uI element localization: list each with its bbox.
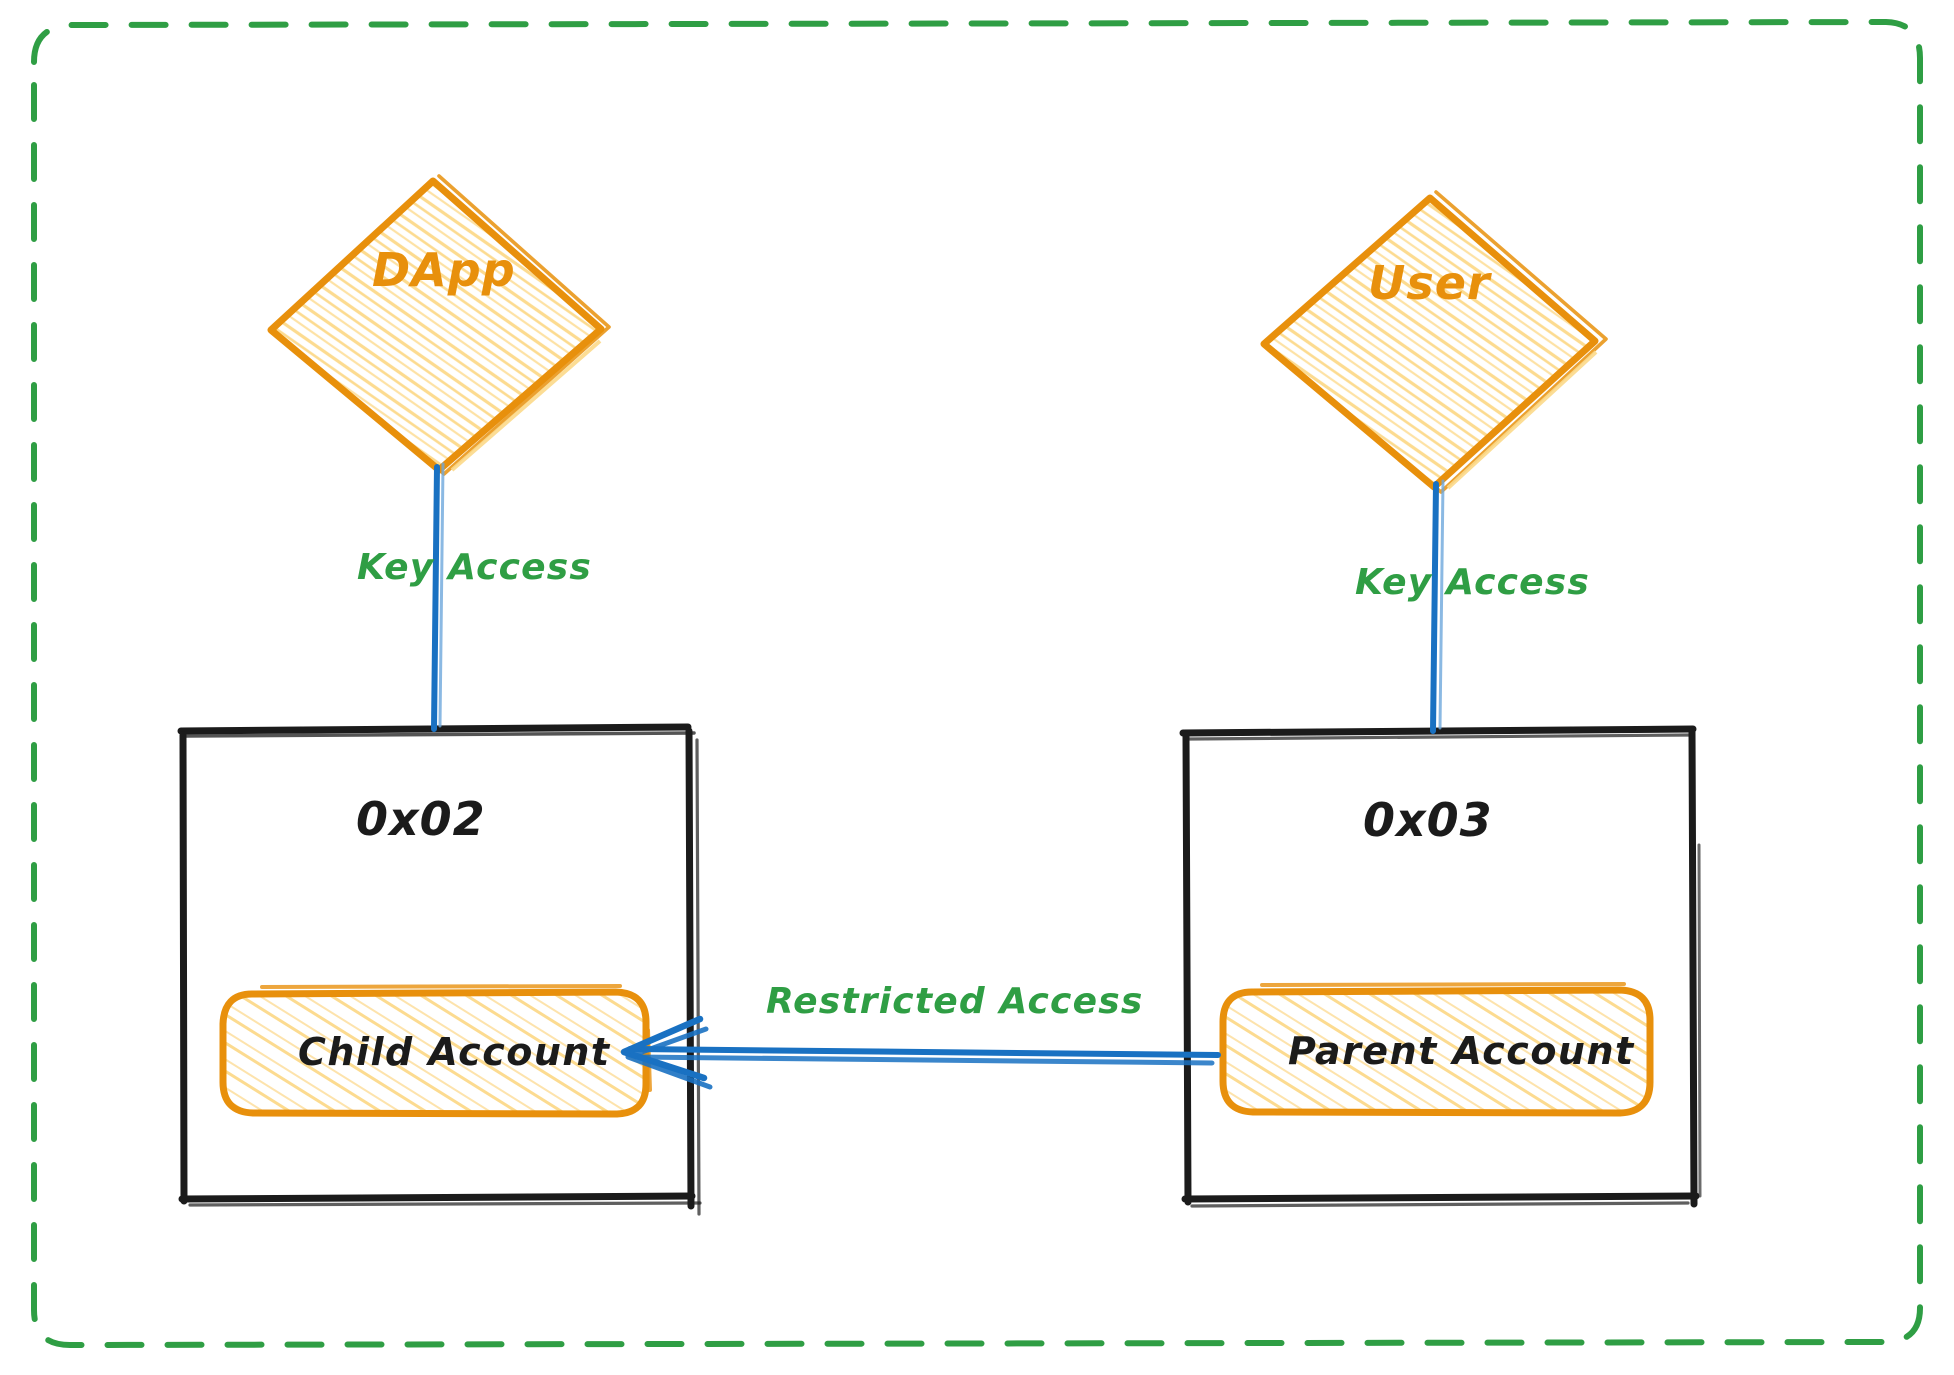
node-account-0x03[interactable]: [1179, 725, 1702, 1208]
node-account-0x02[interactable]: [177, 723, 702, 1216]
node-child-account[interactable]: [219, 984, 652, 1118]
node-user[interactable]: [1260, 190, 1608, 494]
edge-parent-to-child[interactable]: [620, 1015, 1221, 1090]
node-dapp[interactable]: [267, 174, 611, 476]
outer-boundary: [31, 18, 1923, 1349]
edge-dapp-to-0x02[interactable]: [431, 462, 445, 732]
edge-user-to-0x03[interactable]: [1430, 479, 1445, 734]
node-parent-account[interactable]: [1219, 982, 1654, 1117]
